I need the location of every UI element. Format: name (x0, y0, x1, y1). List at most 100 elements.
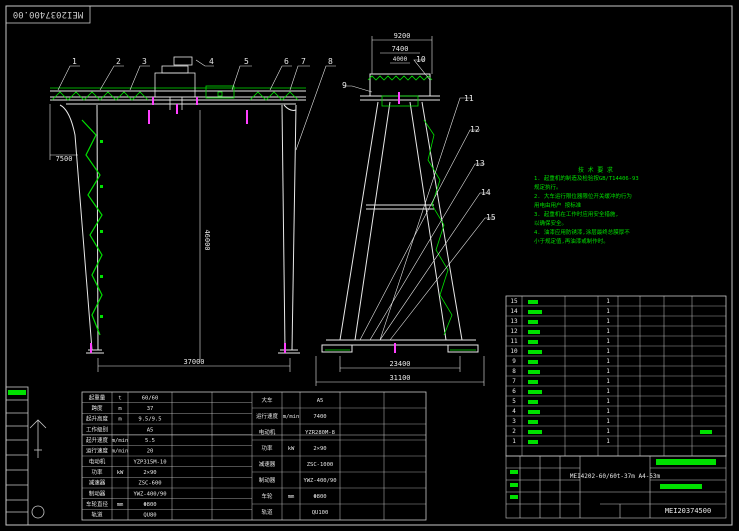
binding-strip (5, 386, 29, 526)
bom-row-qty: 1 (606, 318, 610, 325)
spec-cell: kW (288, 446, 295, 452)
bom-row-qty: 1 (606, 408, 610, 415)
binding-marks (8, 390, 26, 395)
spec-cell: QU80 (143, 513, 156, 519)
spec-cell: 轨道 (91, 511, 103, 519)
bom-row-number: 1 (512, 438, 516, 445)
spec-cell: mm (117, 502, 124, 508)
spec-cell: YZR280M-8 (305, 430, 335, 436)
spec-cell: 起升高度 (86, 415, 109, 423)
spec-cell: A5 (147, 427, 154, 433)
spec-cell: 工作级别 (86, 425, 108, 433)
note-line-4: 用电由用户 按标准 (534, 201, 582, 209)
spec-cell: 轨道 (261, 508, 273, 516)
bom-row-number: 8 (512, 368, 516, 375)
spec-cell: 运行速度 (256, 412, 279, 420)
side-rail-gauge: 4000 (393, 56, 408, 63)
spec-cell: YZP315M-10 (133, 459, 166, 465)
spec-cell: 制动器 (259, 476, 276, 484)
spec-cell: kW (117, 470, 124, 476)
spec-cell: 60/60 (142, 395, 159, 401)
bom-row-number: 11 (510, 338, 518, 345)
spec-cell: 2×90 (143, 470, 156, 476)
technical-notes: 技 术 要 求 1. 起重机的制造及检验按GB/T14406-93 规定执行。 … (534, 166, 639, 245)
side-view: 9200 7400 4000 23400 31100 9 10 11 (315, 32, 496, 386)
spec-cell: 车轮直径 (86, 500, 109, 508)
bom-row-number: 2 (512, 428, 516, 435)
bom-row-qty: 1 (606, 378, 610, 385)
spec-cell: m (118, 417, 122, 423)
bom-row-number: 7 (512, 378, 516, 385)
part-label-8: 8 (328, 57, 333, 66)
bom-row-number: 9 (512, 358, 516, 365)
spec-cell: 电动机 (259, 428, 276, 436)
spec-cell: Φ800 (143, 502, 156, 508)
part-label-14: 14 (481, 188, 491, 197)
spec-cell: 大车 (261, 396, 273, 404)
spec-cell: m/min (112, 449, 129, 455)
title-drawing-code: MEI20374500 (665, 507, 711, 515)
spec-cell: YWZ-400/90 (303, 478, 336, 484)
bom-row-number: 10 (510, 348, 518, 355)
spec-cell: 电动机 (89, 457, 106, 465)
left-cantilever-dim: 7500 (56, 155, 73, 163)
title-block (505, 455, 727, 519)
part-label-2: 2 (116, 57, 121, 66)
bom-row-number: 12 (510, 328, 518, 335)
note-line-3: 2. 大车运行限位器限位开关缓冲的行为 (534, 192, 632, 200)
bom-row-qty: 1 (606, 388, 610, 395)
part-label-15: 15 (486, 213, 496, 222)
spec-cell: 2×90 (313, 446, 326, 452)
spec-cell: 跨度 (91, 404, 103, 412)
spec-cell: 9.5/9.5 (138, 417, 161, 423)
spec-cell: 7400 (313, 414, 326, 420)
crane-model-label: MEI4202-60/60t-37m A4-53m (570, 473, 661, 480)
part-label-12: 12 (470, 125, 480, 134)
spec-cell: m/min (283, 414, 300, 420)
bom-row-number: 13 (510, 318, 518, 325)
bom-row-number: 15 (510, 298, 518, 305)
bom-row-qty: 1 (606, 328, 610, 335)
stamp-code: MEI2037400.00 (13, 9, 83, 19)
bom-row-qty: 1 (606, 438, 610, 445)
bom-row-number: 6 (512, 388, 516, 395)
spec-cell: 起升速度 (86, 436, 109, 444)
note-line-8: 小于规定值,再油漆或制作时。 (534, 237, 609, 245)
spec-cell: 20 (147, 449, 154, 455)
spec-cell: 37 (147, 406, 154, 412)
bom-row-qty: 1 (606, 348, 610, 355)
part-label-3: 3 (142, 57, 147, 66)
spec-cell: 5.5 (145, 438, 155, 444)
bom-row-qty: 1 (606, 358, 610, 365)
spec-cell: 减速器 (259, 460, 276, 468)
part-label-6: 6 (284, 57, 289, 66)
stamp-box: MEI2037400.00 (5, 5, 91, 24)
spec-cell: 功率 (91, 468, 103, 476)
north-symbol (29, 419, 47, 519)
spec-cell: m (118, 406, 122, 412)
note-line-1: 1. 起重机的制造及检验按GB/T14406-93 (534, 174, 639, 182)
part-label-7: 7 (301, 57, 306, 66)
notes-title: 技 术 要 求 (578, 166, 613, 174)
spec-cell: 减速器 (89, 479, 106, 487)
spec-cell: A5 (317, 398, 324, 404)
spec-cell: mm (288, 494, 295, 500)
spec-cell: QU100 (312, 510, 329, 516)
spec-cell: 功率 (261, 444, 273, 452)
spec-cell: 车轮 (261, 492, 273, 500)
spec-cell: YWZ-400/90 (133, 491, 166, 497)
part-label-9: 9 (342, 81, 347, 90)
bom-row-qty: 1 (606, 398, 610, 405)
note-line-6: 以确保安全。 (534, 219, 567, 227)
base-inner-dim: 23400 (389, 360, 410, 368)
side-inner-width: 7400 (392, 45, 409, 53)
bom-row-qty: 1 (606, 428, 610, 435)
spec-cell: t (118, 395, 121, 401)
bom-row-qty: 1 (606, 308, 610, 315)
spec-cell: 制动器 (89, 489, 106, 497)
side-top-width: 9200 (394, 32, 411, 40)
span-dim: 37000 (183, 358, 204, 366)
part-label-5: 5 (244, 57, 249, 66)
part-label-4: 4 (209, 57, 214, 66)
